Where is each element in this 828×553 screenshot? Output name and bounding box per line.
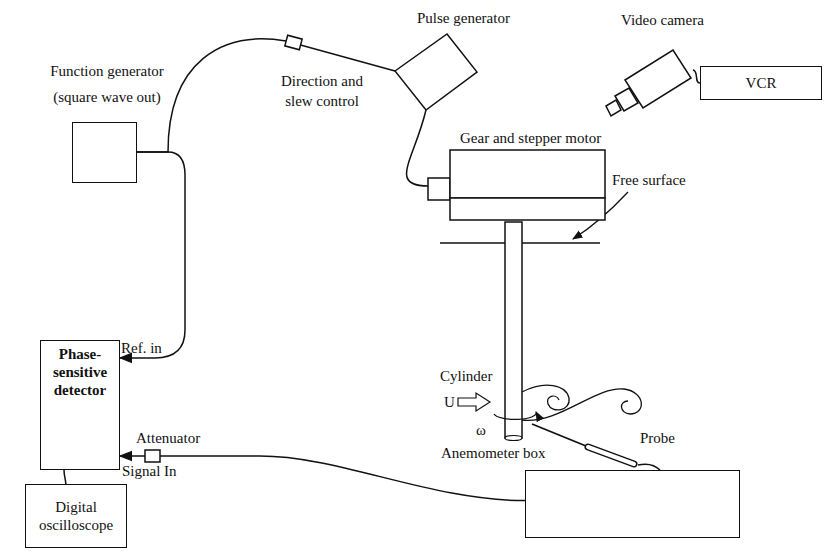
annotation-label: Attenuator: [136, 428, 200, 448]
annotation-label: U: [444, 392, 455, 412]
signal-wire: [64, 470, 66, 484]
device-label: Digital oscilloscope: [29, 498, 123, 534]
apparatus-outline: [395, 30, 478, 112]
apparatus-box: Anemometer box: [525, 470, 740, 538]
annotation-label: Direction and slew control: [266, 72, 378, 111]
vortex: [522, 385, 569, 410]
direction-control-box: [285, 35, 302, 50]
apparatus-box: Digital oscilloscope: [25, 484, 127, 548]
apparatus-box: Function generator (square wave out): [72, 122, 137, 183]
apparatus-box: VCR: [700, 66, 822, 100]
probe-body: [588, 447, 634, 464]
device-label: Video camera: [621, 10, 704, 30]
signal-wire: [407, 110, 428, 186]
apparatus-outline: [428, 150, 607, 222]
annotation-label: Ref. in: [121, 338, 162, 358]
apparatus-box: Gear and stepper motor: [428, 150, 607, 222]
device-label: VCR: [746, 74, 777, 92]
device-label: Phase-sensitive detector: [44, 345, 116, 465]
vortex: [522, 389, 641, 420]
annotation-label: Probe: [640, 428, 675, 448]
device-label: Pulse generator: [417, 8, 510, 28]
annotation-label: Cylinder: [440, 366, 493, 386]
device-label: Gear and stepper motor: [460, 128, 601, 148]
annotation-label: Free surface: [612, 170, 686, 190]
signal-wire: [120, 456, 525, 501]
apparatus-box: Phase-sensitive detector: [40, 340, 120, 470]
probe-rod: [532, 424, 586, 446]
cylinder-end: [505, 436, 522, 441]
signal-wire: [137, 39, 395, 152]
annotation-label: ω: [476, 420, 486, 440]
device-label: Function generator (square wave out): [33, 59, 181, 110]
apparatus-box: Video camera: [603, 40, 693, 130]
apparatus-box: Pulse generator: [395, 30, 478, 112]
apparatus-outline: [603, 40, 693, 130]
rotation-arrow: [494, 412, 536, 419]
device-label: Anemometer box: [441, 443, 546, 463]
attenuator-box: [145, 450, 160, 462]
annotation-label: Signal In: [122, 461, 177, 481]
probe-body: [588, 447, 634, 464]
cylinder-shaft: [505, 222, 522, 438]
signal-wire: [693, 70, 700, 83]
flow-arrow: [458, 393, 490, 411]
